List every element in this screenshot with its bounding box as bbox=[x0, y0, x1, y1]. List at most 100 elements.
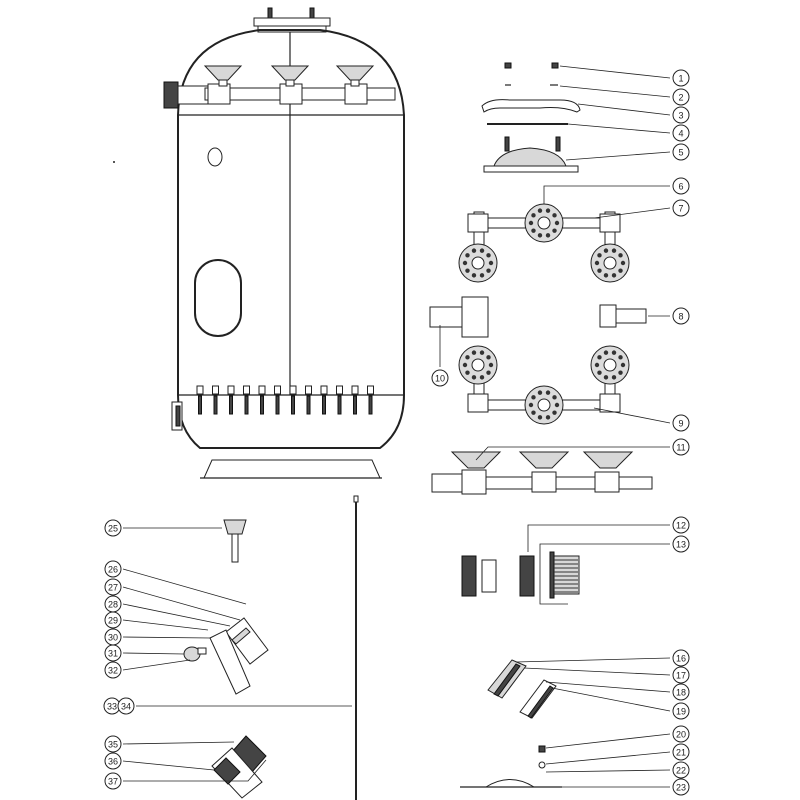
callout-number: 32 bbox=[108, 666, 118, 676]
callout-number: 8 bbox=[678, 312, 683, 322]
callout-36: 36 bbox=[104, 752, 122, 770]
callout-30: 30 bbox=[104, 628, 122, 646]
stray-dot bbox=[113, 161, 115, 163]
leader-line-5 bbox=[565, 151, 671, 161]
callout-number: 36 bbox=[108, 757, 118, 767]
tank-shell bbox=[177, 29, 405, 449]
leader-line-11 bbox=[475, 446, 670, 461]
leader-line-19 bbox=[551, 687, 671, 712]
callout-number: 30 bbox=[108, 633, 118, 643]
callout-19: 19 bbox=[672, 702, 690, 720]
lateral-nozzle bbox=[274, 385, 281, 395]
lateral-nozzle bbox=[305, 385, 312, 395]
callout-10: 10 bbox=[431, 369, 449, 387]
callout-number: 37 bbox=[108, 777, 118, 787]
lateral-nozzle bbox=[289, 385, 297, 395]
coupling-threads bbox=[554, 559, 578, 593]
lateral-stem bbox=[244, 395, 249, 415]
perforated-hub bbox=[524, 203, 564, 243]
callout-32: 32 bbox=[104, 661, 122, 679]
tank-upper-distributor bbox=[203, 65, 396, 105]
leader-line-1 bbox=[559, 65, 671, 79]
leader-line-31 bbox=[122, 652, 185, 655]
perforated-hub bbox=[524, 385, 564, 425]
callout-26: 26 bbox=[104, 560, 122, 578]
valve-body-parts bbox=[487, 659, 557, 719]
small-parts-20-23 bbox=[460, 745, 562, 788]
part-26-32-pressure-gauge bbox=[183, 617, 269, 695]
callout-29: 29 bbox=[104, 611, 122, 629]
callout-number: 29 bbox=[108, 616, 118, 626]
lateral-stem bbox=[260, 395, 264, 415]
callout-13: 13 bbox=[672, 535, 690, 553]
callout-6: 6 bbox=[672, 177, 690, 195]
callout-22: 22 bbox=[672, 761, 690, 779]
manifold-tee-right bbox=[599, 304, 647, 328]
tank-lower-laterals bbox=[196, 385, 374, 415]
lateral-nozzle bbox=[367, 385, 374, 395]
callout-5: 5 bbox=[672, 143, 690, 161]
callout-35: 35 bbox=[104, 735, 122, 753]
leader-line-12 bbox=[527, 524, 670, 552]
lateral-stem bbox=[198, 395, 202, 415]
callout-31: 31 bbox=[104, 644, 122, 662]
leader-line-20 bbox=[545, 733, 671, 749]
callout-9: 9 bbox=[672, 414, 690, 432]
leader-line-30 bbox=[122, 636, 211, 639]
callout-number: 10 bbox=[435, 374, 445, 384]
lateral-stem bbox=[213, 395, 218, 415]
callout-number: 7 bbox=[678, 204, 683, 214]
leader-line-21 bbox=[545, 751, 671, 765]
part-3-handle bbox=[481, 99, 581, 113]
part-33-34-rod bbox=[353, 495, 359, 800]
part-5-lid bbox=[483, 136, 579, 173]
leader-line-7 bbox=[593, 207, 671, 219]
callout-number: 13 bbox=[676, 540, 686, 550]
callout-17: 17 bbox=[672, 666, 690, 684]
perforated-hub bbox=[458, 345, 498, 385]
callout-number: 26 bbox=[108, 565, 118, 575]
leader-line-22 bbox=[545, 769, 671, 773]
part-11-distributor bbox=[431, 451, 653, 495]
callout-number: 21 bbox=[676, 748, 686, 758]
callout-number: 4 bbox=[678, 129, 683, 139]
callout-25: 25 bbox=[104, 519, 122, 537]
leader-line-16 bbox=[515, 657, 671, 663]
callout-number: 20 bbox=[676, 730, 686, 740]
leader-line-2 bbox=[559, 85, 671, 98]
callout-number: 1 bbox=[678, 74, 683, 84]
callout-number: 3 bbox=[678, 111, 683, 121]
callout-number: 16 bbox=[676, 654, 686, 664]
tank-drain-fitting bbox=[171, 401, 183, 431]
leader-line-27 bbox=[122, 586, 241, 621]
part-25-air-vent bbox=[223, 519, 247, 563]
callout-37: 37 bbox=[104, 772, 122, 790]
callout-4: 4 bbox=[672, 124, 690, 142]
callout-28: 28 bbox=[104, 595, 122, 613]
leader-line-29 bbox=[122, 619, 209, 631]
callout-23: 23 bbox=[672, 778, 690, 796]
lateral-nozzle bbox=[212, 385, 219, 395]
tank-inlet-fitting bbox=[163, 81, 209, 109]
callout-7: 7 bbox=[672, 199, 690, 217]
callout-labels: 1234567891011121316171819202122232526272… bbox=[103, 69, 690, 796]
callout-number: 28 bbox=[108, 600, 118, 610]
perforated-hub bbox=[590, 345, 630, 385]
leader-line-13 bbox=[539, 543, 670, 552]
callout-number: 34 bbox=[121, 702, 131, 712]
coupling-assembly bbox=[461, 551, 580, 605]
leader-line-35 bbox=[122, 741, 235, 745]
callout-3: 3 bbox=[672, 106, 690, 124]
part-1-screw bbox=[551, 62, 559, 69]
callout-number: 12 bbox=[676, 521, 686, 531]
callout-number: 6 bbox=[678, 182, 683, 192]
callout-number: 25 bbox=[108, 524, 118, 534]
lateral-stem bbox=[353, 395, 357, 415]
tank-base bbox=[203, 459, 381, 479]
filter-tank bbox=[163, 7, 405, 479]
lateral-manifold bbox=[429, 203, 647, 425]
callout-2: 2 bbox=[672, 88, 690, 106]
leader-line-6 bbox=[543, 185, 670, 204]
lateral-stem bbox=[275, 395, 280, 415]
